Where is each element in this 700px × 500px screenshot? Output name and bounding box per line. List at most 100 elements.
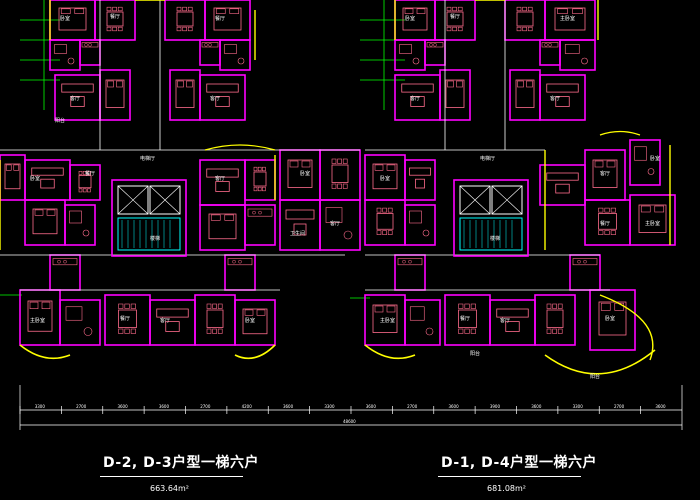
chair-block — [376, 230, 382, 235]
bed-block — [592, 159, 618, 188]
bed-block — [213, 7, 242, 31]
pillow-block — [41, 301, 51, 310]
elevator-shaft — [149, 185, 181, 215]
room-wall — [319, 149, 361, 201]
chair-block — [557, 303, 563, 309]
dimension-total-label: 48600 — [343, 419, 356, 424]
chair-block — [187, 6, 193, 12]
dimension-segment-label: 4200 — [242, 404, 253, 409]
chair-block — [552, 303, 557, 309]
bed-block — [58, 7, 87, 31]
pillow-block — [301, 160, 311, 168]
toilet-block — [343, 230, 353, 240]
balcony-arc — [599, 294, 654, 361]
table-block — [598, 213, 617, 230]
room-wall — [149, 299, 196, 346]
pillow-block — [404, 8, 414, 14]
stove-block — [258, 210, 262, 215]
axis-grid-lines — [0, 0, 405, 299]
chair-block — [124, 328, 130, 334]
room-wall — [59, 299, 101, 346]
chair-block — [598, 207, 604, 213]
counter-block — [247, 208, 273, 217]
toilet-block — [422, 229, 430, 237]
chair-block — [387, 207, 393, 213]
elevator-cross — [459, 185, 491, 215]
room-wall — [589, 289, 636, 351]
tea-table-block — [410, 96, 425, 107]
pillow-block — [116, 80, 123, 88]
bed-block — [372, 304, 398, 333]
pillow-block — [256, 309, 266, 316]
chair-block — [130, 303, 136, 309]
chair-block — [217, 303, 223, 309]
room-wall — [79, 39, 101, 66]
pillow-block — [29, 301, 39, 310]
tub-block — [54, 44, 67, 54]
chair-block — [458, 303, 464, 309]
elevator-shaft — [459, 185, 491, 215]
bed-block — [445, 79, 465, 108]
room-wall — [279, 199, 321, 251]
room-label: 楼梯 — [150, 235, 160, 242]
room-label: 客厅 — [160, 317, 170, 324]
chair-block — [253, 166, 258, 172]
bed-block — [105, 79, 125, 108]
chair-block — [337, 183, 342, 189]
caption-right-underline — [438, 476, 581, 477]
room-wall — [504, 0, 546, 41]
pillow-block — [654, 205, 665, 213]
room-label: 阳台 — [590, 373, 600, 380]
pillow-block — [60, 8, 71, 14]
tub-block — [564, 44, 580, 54]
stove-block — [577, 259, 581, 264]
bed-block — [638, 204, 667, 233]
chair-block — [182, 26, 187, 32]
bed-block — [242, 308, 268, 335]
room-label: 客厅 — [330, 220, 340, 227]
counter-block — [426, 42, 444, 48]
toilet-block — [581, 57, 588, 65]
tea-table-block — [555, 183, 570, 194]
chair-block — [206, 303, 212, 309]
pillow-block — [374, 305, 384, 313]
table-block — [516, 11, 534, 27]
balcony-arc — [599, 130, 641, 136]
elevator-cross — [491, 185, 523, 215]
chair-block — [464, 303, 470, 309]
room-label: 主卧室 — [30, 317, 45, 324]
caption-left: D-2, D-3户型一梯六户 — [103, 455, 260, 471]
bed-block — [515, 79, 535, 108]
sofa-block — [546, 172, 579, 181]
tea-table-block — [215, 181, 230, 192]
sofa-block — [285, 209, 315, 220]
pillow-block — [526, 80, 533, 88]
chair-block — [342, 183, 348, 189]
wall-outlines — [0, 0, 676, 351]
pillow-block — [46, 209, 56, 216]
chair-block — [118, 303, 124, 309]
room-label: 卧室 — [380, 175, 390, 182]
tub-block — [65, 306, 83, 321]
stove-block — [433, 43, 437, 47]
pillow-block — [229, 8, 240, 14]
pillow-block — [606, 160, 616, 168]
room-wall — [24, 199, 66, 246]
room-wall — [244, 204, 276, 246]
counter-block — [201, 42, 219, 48]
table-block — [446, 11, 464, 27]
chair-block — [212, 303, 217, 309]
dimension-segment-label: 3600 — [448, 404, 459, 409]
elevator-cross — [117, 185, 149, 215]
sofa-block — [156, 308, 189, 318]
balcony-arc — [234, 344, 276, 360]
tub-block — [634, 146, 647, 161]
room-label: 餐厅 — [460, 315, 470, 322]
stove-block — [238, 259, 242, 264]
table-block — [331, 164, 349, 183]
room-label: 餐厅 — [85, 170, 95, 177]
sofa-block — [206, 83, 239, 93]
